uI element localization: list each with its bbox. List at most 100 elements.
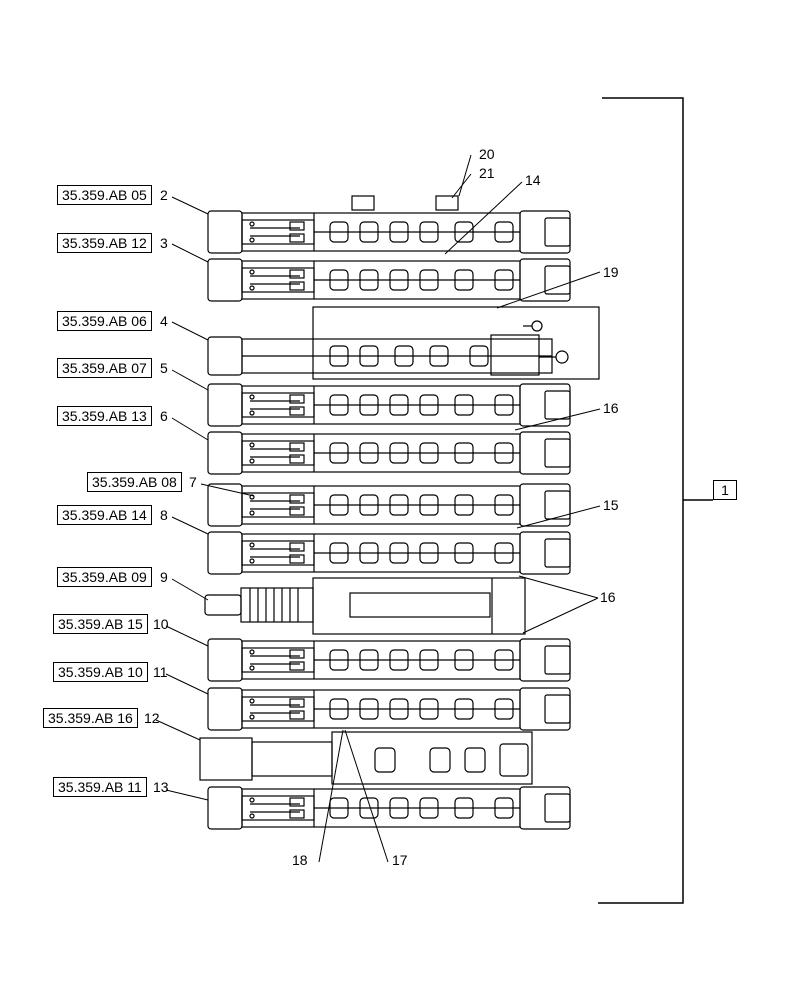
end-plug [544,438,571,468]
section-ref-label[interactable]: 35.359.AB 05 [57,185,152,205]
spring-housing [241,392,315,418]
leader-line [518,575,599,599]
leader-line [165,673,209,695]
section-body [312,577,526,635]
end-cap [207,383,243,427]
port [464,747,486,773]
section-ref-label[interactable]: 35.359.AB 06 [57,311,152,331]
assembly-bracket [598,97,713,904]
assembly-number-box: 1 [713,480,737,500]
valve-section [207,383,571,427]
leader-line [496,271,601,309]
valve-section-special [199,731,533,785]
valve-section [207,431,571,475]
end-plug [544,645,571,675]
section-ref-label[interactable]: 35.359.AB 09 [57,567,152,587]
end-plug [499,743,529,777]
section-ref-label[interactable]: 35.359.AB 12 [57,233,152,253]
valve-section [207,531,571,575]
section-ref-label[interactable]: 35.359.AB 08 [87,472,182,492]
leader-line [171,321,209,341]
section-ref-label[interactable]: 35.359.AB 11 [53,777,147,797]
valve-section-cylinder [204,577,526,635]
leader-line [451,173,472,199]
leader-line [171,516,209,535]
port [429,747,451,773]
spool [349,592,491,618]
item-number: 9 [160,569,168,585]
end-plug [544,694,571,724]
item-number: 13 [153,779,169,795]
leader-line [171,417,209,441]
section-ref-label[interactable]: 35.359.AB 10 [53,662,148,682]
valve-section-lever [207,306,600,380]
leader-line [171,578,209,601]
end-plug [544,538,571,568]
end-cap [207,687,243,731]
leader-line [318,729,344,863]
port [374,747,396,773]
item-number: 10 [153,616,169,632]
callout-19: 19 [603,264,619,280]
leader-line [165,625,209,647]
leader-line [165,789,209,801]
item-number: 12 [144,710,160,726]
end-cap [207,786,243,830]
valve-section [207,638,571,682]
section-ref-label[interactable]: 35.359.AB 15 [53,614,148,634]
plug-end [204,594,242,616]
valve-section [207,483,571,527]
item-number: 7 [189,474,197,490]
end-cap [207,336,243,376]
item-number: 5 [160,360,168,376]
item-number: 4 [160,313,168,329]
end-plug [544,793,571,823]
end-plug [544,265,571,295]
valve-section [207,687,571,731]
top-bolt [351,195,375,211]
leader-line [344,729,389,863]
leader-lines [155,154,601,863]
end-plug [544,390,571,420]
lever-knob [555,350,569,364]
end-cap [207,431,243,475]
callout-18: 18 [292,852,308,868]
end-cap [207,258,243,302]
callout-17: 17 [392,852,408,868]
actuator-housing [251,741,333,777]
callout-20: 20 [479,146,495,162]
leader-line [458,154,472,197]
spring-housing [241,795,315,821]
spring-housing [241,540,315,566]
section-ref-label[interactable]: 35.359.AB 14 [57,505,152,525]
end-cap [199,737,253,781]
spring-housing [241,267,315,293]
leader-line [516,505,601,529]
end-cap [207,638,243,682]
spring-housing [241,219,315,245]
item-number: 6 [160,408,168,424]
lever-housing [312,306,600,380]
callout-21: 21 [479,165,495,181]
actuator-housing [240,587,314,623]
valve-sections [199,195,600,830]
spring-housing [241,696,315,722]
section-ref-label[interactable]: 35.359.AB 13 [57,406,152,426]
leader-line [522,597,599,634]
section-ref-label[interactable]: 35.359.AB 16 [43,708,138,728]
end-cap [207,210,243,254]
spring-housing [241,492,315,518]
callout-16: 16 [603,400,619,416]
end-plug [544,217,571,247]
leader-line [444,181,523,255]
section-ref-label[interactable]: 35.359.AB 07 [57,358,152,378]
leader-line [514,408,601,431]
spring-housing [241,647,315,673]
valve-section [207,210,571,254]
item-number: 3 [160,235,168,251]
leader-line [200,483,255,497]
top-bolt [435,195,459,211]
item-number: 8 [160,507,168,523]
callout-15: 15 [603,497,619,513]
